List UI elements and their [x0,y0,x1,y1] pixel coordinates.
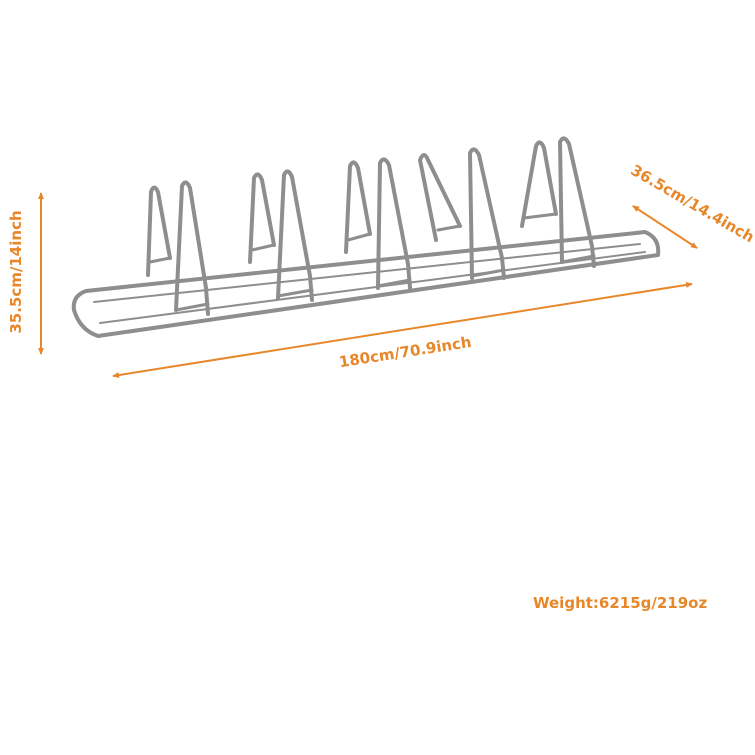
length-dimension-label: 180cm/70.9inch [338,333,473,371]
height-dimension-label: 35.5cm/14inch [7,210,25,333]
rack-slot-1 [146,180,210,316]
width-dimension-line [632,205,698,249]
bike-rack-image [71,136,661,338]
rack-slot-4 [418,147,506,280]
rack-slot-5 [520,136,596,268]
rack-base-frame [71,230,661,338]
weight-label: Weight:6215g/219oz [533,594,707,612]
rack-slot-3 [344,157,412,290]
length-dimension-line [112,281,693,379]
